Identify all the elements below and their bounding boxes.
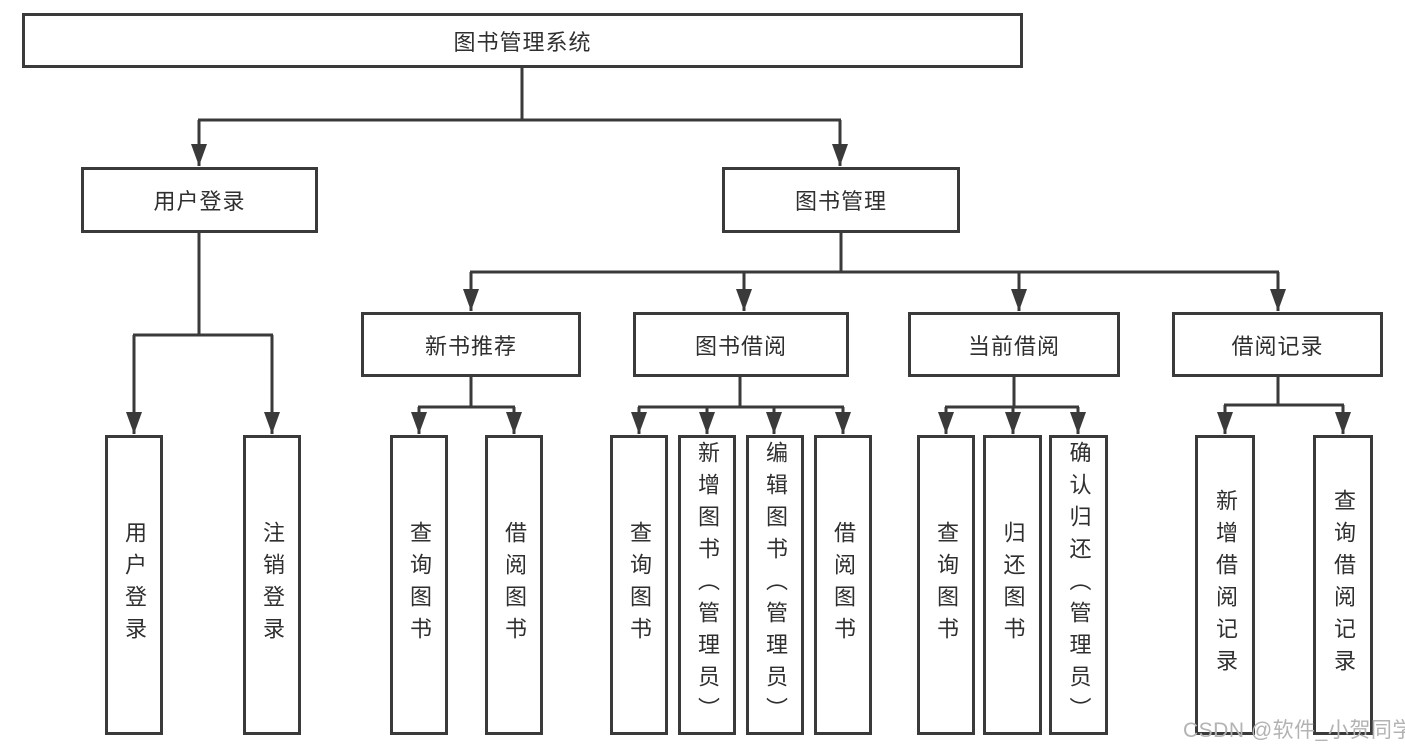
node-label: 查询图书 [627, 521, 652, 649]
node-label: 确认归还（管理员） [1066, 441, 1092, 729]
node-label: 新增图书（管理员） [695, 441, 720, 729]
csdn-watermark: CSDN @软件_小贺同学 [1183, 719, 1405, 742]
node-label: 借阅图书 [831, 521, 856, 649]
node-borrow-records: 借阅记录 [1172, 312, 1383, 377]
node-label: 当前借阅 [967, 333, 1060, 359]
leaf-return-books: 归还图书 [983, 435, 1042, 735]
leaf-user-login: 用户登录 [105, 435, 163, 735]
node-label: 图书管理 [794, 189, 887, 214]
node-label: 图书借阅 [694, 333, 787, 359]
leaf-query-books-borrow: 查询图书 [610, 435, 668, 735]
node-root: 图书管理系统 [22, 13, 1023, 68]
node-label: 借阅图书 [502, 521, 527, 649]
leaf-query-books-current: 查询图书 [917, 435, 975, 735]
node-user-login: 用户登录 [81, 167, 318, 233]
node-label: 查询图书 [407, 521, 432, 649]
node-book-management: 图书管理 [722, 167, 960, 233]
leaf-borrow-books: 借阅图书 [814, 435, 872, 735]
leaf-confirm-return-admin: 确认归还（管理员） [1049, 435, 1108, 735]
leaf-borrow-books-recommend: 借阅图书 [485, 435, 543, 735]
leaf-edit-book-admin: 编辑图书（管理员） [746, 435, 804, 735]
leaf-query-borrow-record: 查询借阅记录 [1313, 435, 1373, 735]
leaf-add-borrow-record: 新增借阅记录 [1195, 435, 1255, 735]
node-label: 归还图书 [1000, 521, 1026, 649]
leaf-add-book-admin: 新增图书（管理员） [678, 435, 736, 735]
node-label: 新增借阅记录 [1213, 489, 1238, 681]
node-label: 图书管理系统 [453, 29, 592, 55]
node-label: 查询借阅记录 [1331, 489, 1356, 681]
node-book-borrow: 图书借阅 [633, 312, 849, 377]
node-label: 借阅记录 [1231, 333, 1324, 359]
node-label: 用户登录 [153, 189, 246, 214]
node-current-borrow: 当前借阅 [908, 312, 1120, 377]
node-new-book-recommend: 新书推荐 [361, 312, 581, 377]
node-label: 用户登录 [122, 521, 147, 649]
node-label: 新书推荐 [424, 333, 517, 359]
leaf-logout: 注销登录 [243, 435, 301, 735]
node-label: 查询图书 [934, 521, 959, 649]
node-label: 编辑图书（管理员） [763, 441, 788, 729]
node-label: 注销登录 [260, 521, 285, 649]
leaf-query-books-recommend: 查询图书 [390, 435, 448, 735]
